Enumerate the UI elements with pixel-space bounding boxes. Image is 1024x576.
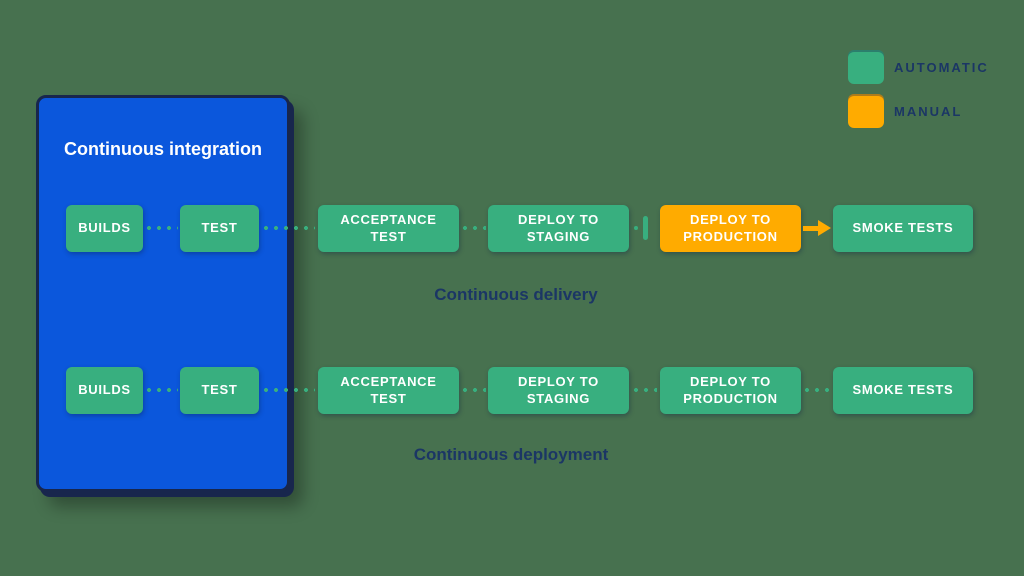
dotted-connector <box>264 226 315 230</box>
deployment-step-builds: BUILDS <box>66 367 143 414</box>
deployment-step-deploy-to-production: DEPLOY TO PRODUCTION <box>660 367 801 414</box>
legend-label-manual: MANUAL <box>894 103 963 119</box>
delivery-step-builds: BUILDS <box>66 205 143 252</box>
dotted-connector <box>634 388 657 392</box>
delivery-step-smoke-tests: SMOKE TESTS <box>833 205 973 252</box>
delivery-step-deploy-to-staging: DEPLOY TO STAGING <box>488 205 629 252</box>
delivery-step-test: TEST <box>180 205 259 252</box>
deployment-step-test: TEST <box>180 367 259 414</box>
manual-gate-dot <box>634 226 638 230</box>
deployment-step-smoke-tests: SMOKE TESTS <box>833 367 973 414</box>
legend-label-automatic: AUTOMATIC <box>894 59 989 75</box>
dotted-connector <box>463 388 486 392</box>
delivery-step-acceptance-test: ACCEPTANCE TEST <box>318 205 459 252</box>
manual-arrow-head-icon <box>818 220 831 236</box>
deployment-step-deploy-to-staging: DEPLOY TO STAGING <box>488 367 629 414</box>
legend-item-manual: MANUAL <box>848 94 962 128</box>
dotted-connector <box>147 388 178 392</box>
legend-item-automatic: AUTOMATIC <box>848 50 989 84</box>
dotted-connector <box>805 388 831 392</box>
dotted-connector <box>147 226 178 230</box>
continuous-delivery-caption: Continuous delivery <box>434 285 598 304</box>
manual-color-swatch <box>848 94 884 128</box>
dotted-connector <box>264 388 315 392</box>
manual-arrow-shaft <box>803 226 820 231</box>
continuous-integration-panel: Continuous integration <box>36 95 290 492</box>
continuous-integration-title: Continuous integration <box>64 139 262 159</box>
automatic-color-swatch <box>848 50 884 84</box>
continuous-deployment-caption: Continuous deployment <box>413 445 609 464</box>
dotted-connector <box>463 226 486 230</box>
deployment-step-acceptance-test: ACCEPTANCE TEST <box>318 367 459 414</box>
manual-gate-bar-icon <box>643 216 648 240</box>
delivery-step-deploy-to-production: DEPLOY TO PRODUCTION <box>660 205 801 252</box>
